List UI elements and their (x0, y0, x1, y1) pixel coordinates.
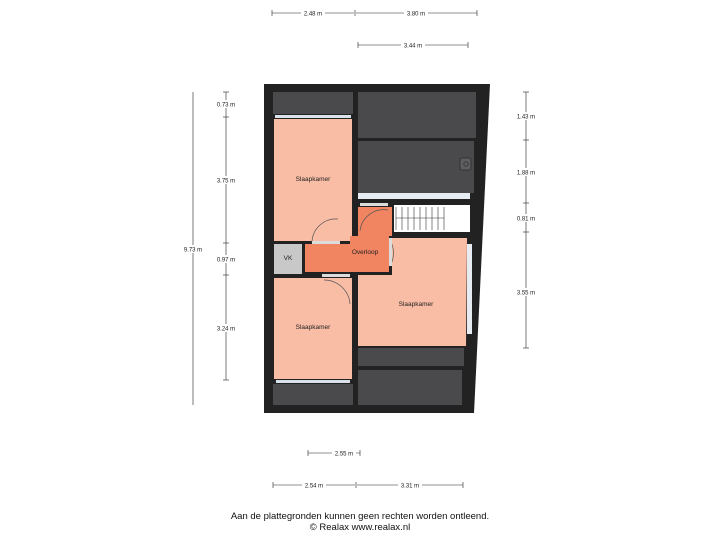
dim-left-total: 9.73 m (184, 248, 202, 254)
dim-right-2: 1.88 m (517, 171, 535, 177)
dim-bottom-first: 2.55 m (335, 452, 353, 458)
dim-top-2: 3.80 m (407, 12, 425, 18)
door-gap-bottom-left (322, 274, 350, 277)
dim-bottom-1: 2.54 m (305, 484, 323, 490)
attic-zone-bottom-right (358, 370, 462, 405)
attic-zone-bottom-right-strip (358, 348, 464, 366)
attic-zone-bottom-left (273, 384, 353, 405)
door-gap-right (389, 238, 392, 266)
label-bedroom-bottom-left: Slaapkamer (296, 324, 332, 331)
window-top-left (275, 115, 351, 118)
disclaimer-text: Aan de plattegronden kunnen geen rechten… (230, 511, 490, 522)
dim-left-1: 0.73 m (217, 103, 235, 109)
dim-top-1: 2.48 m (304, 12, 322, 18)
label-bedroom-right: Slaapkamer (399, 301, 435, 308)
window-right (467, 244, 472, 334)
dim-top-second: 3.44 m (404, 44, 422, 50)
dim-right-3: 0.81 m (517, 217, 535, 223)
dim-bottom-2: 3.31 m (401, 484, 419, 490)
stairs (395, 207, 445, 230)
sink-icon (459, 157, 472, 171)
door-gap-landing-top (360, 203, 388, 206)
attic-zone-top-left (273, 92, 353, 114)
dim-left-3: 0.97 m (217, 258, 235, 264)
dim-left-2: 3.75 m (217, 179, 235, 185)
window-bottom-left (276, 380, 350, 383)
room-bedroom-top-left (274, 119, 352, 241)
window-mid (358, 193, 470, 199)
room-landing (305, 207, 392, 272)
dim-right-4: 3.55 m (517, 291, 535, 297)
door-gap-top-left (312, 241, 340, 244)
copyright-text: © Realax www.realax.nl (309, 522, 411, 533)
door-swings (311, 209, 394, 305)
room-bedroom-right (358, 238, 467, 346)
label-landing: Overloop (352, 249, 379, 256)
dimension-label-backgrounds (183, 9, 538, 489)
attic-zone-top-right (358, 92, 476, 138)
room-vk (274, 244, 302, 274)
dim-right-1: 1.43 m (517, 115, 535, 121)
label-vk: VK (284, 255, 293, 262)
dim-left-4: 3.24 m (217, 327, 235, 333)
attic-zone-mid-right (358, 141, 474, 193)
drain-icon (463, 161, 469, 167)
label-bedroom-top-left: Slaapkamer (296, 176, 332, 183)
room-bedroom-bottom-left (274, 278, 352, 379)
